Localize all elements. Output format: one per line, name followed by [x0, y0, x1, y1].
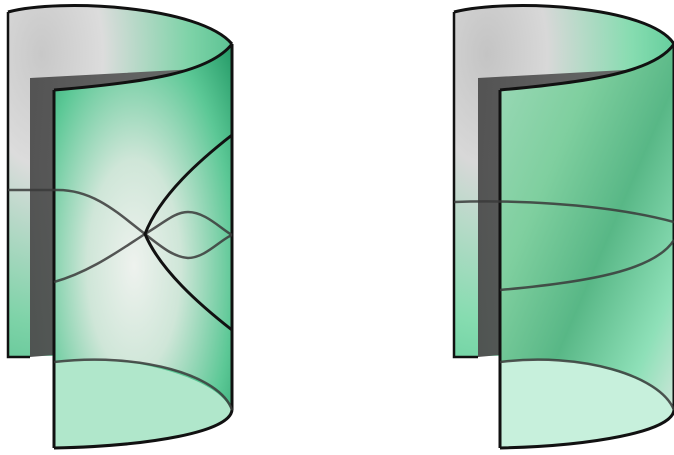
- left-bottom-highlight: [54, 359, 232, 448]
- left-top-rim: [7, 4, 234, 45]
- right-top-rim: [453, 4, 674, 45]
- right-cylinder: [452, 4, 674, 450]
- right-shadow-band: [478, 44, 674, 357]
- left-bottom-edge: [53, 409, 234, 450]
- right-loop-upper: [453, 200, 674, 224]
- right-bottom-inner-curve: [499, 358, 674, 411]
- right-loop-lower: [499, 239, 674, 292]
- left-shadow-band: [30, 44, 232, 357]
- left-curve-upper: [7, 188, 233, 260]
- left-bottom-inner-curve: [53, 358, 234, 411]
- left-black-curve: [143, 133, 233, 332]
- right-front-top-edge: [499, 43, 674, 92]
- left-front-top-edge: [53, 43, 234, 92]
- right-bottom-edge: [499, 409, 674, 450]
- right-back-edge: [452, 12, 478, 359]
- left-cylinder: [6, 4, 234, 450]
- right-front-surface: [500, 44, 674, 448]
- left-back-edge: [6, 12, 30, 359]
- left-curve-lower: [53, 210, 233, 284]
- left-front-surface: [54, 44, 232, 448]
- right-bottom-highlight: [500, 359, 674, 448]
